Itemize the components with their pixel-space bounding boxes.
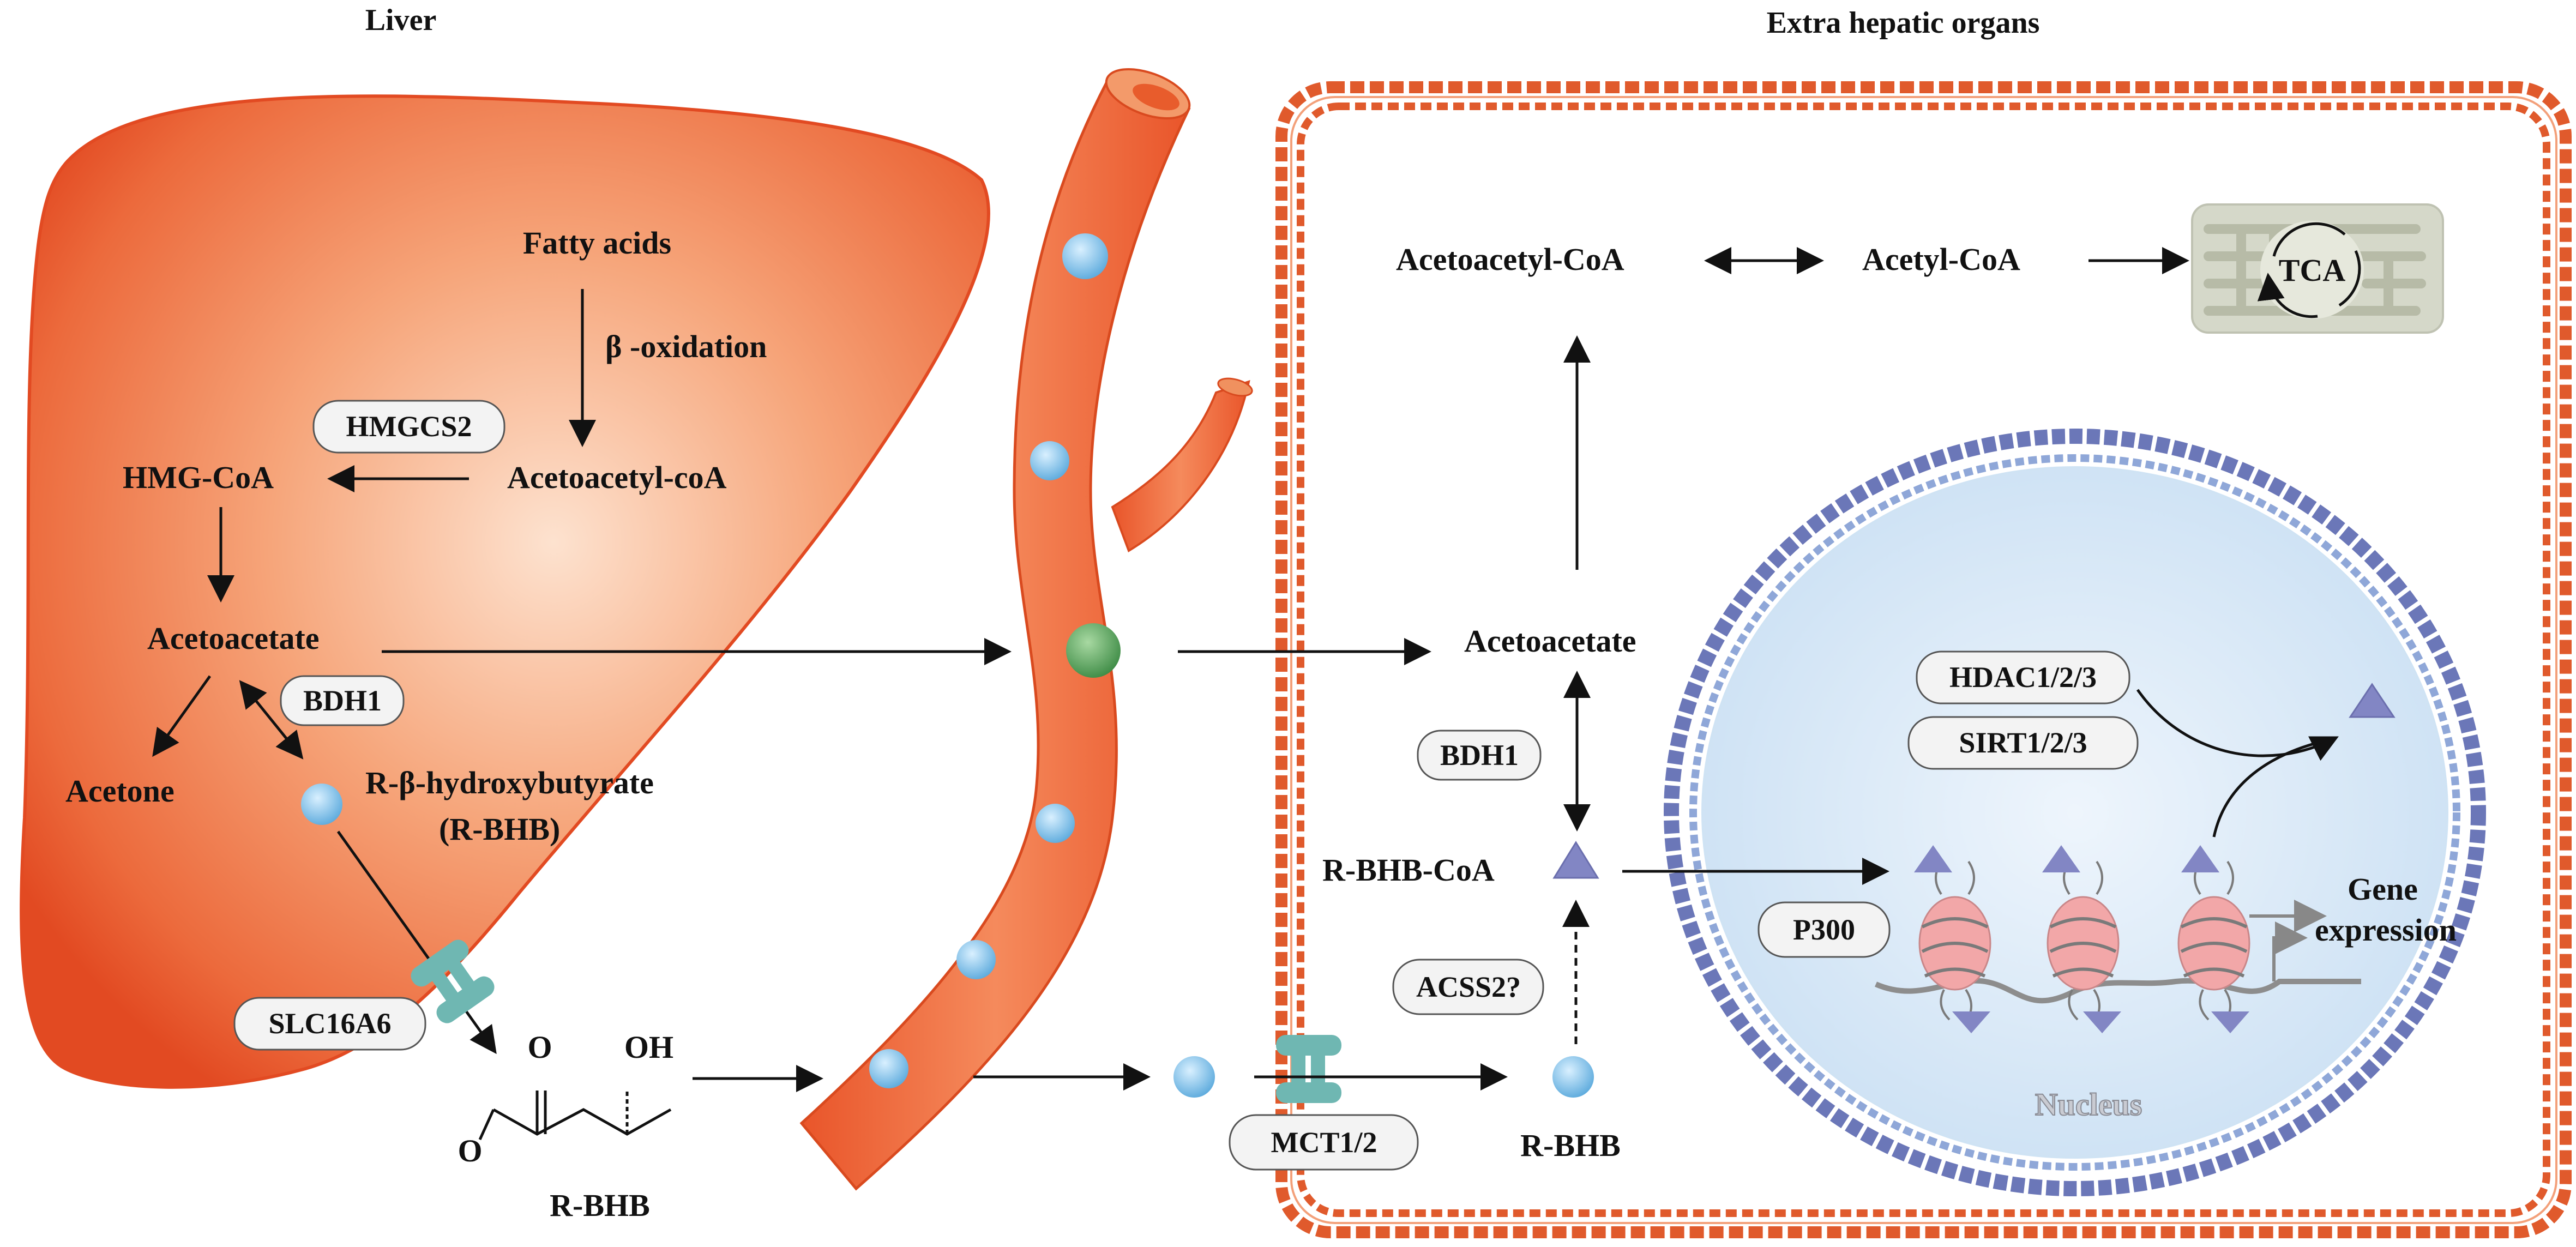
cell-membrane-outer: [1275, 81, 2572, 1238]
p300-label: P300: [1793, 913, 1855, 946]
vessel-opening-inner: [1133, 83, 1179, 111]
structure-oxygen-bottom: O: [458, 1133, 482, 1168]
deacylation-arrow: [2136, 689, 2339, 761]
cell-membrane-line: [1290, 96, 2557, 1224]
slc16a6-label: SLC16A6: [268, 1007, 391, 1040]
rbhb-structure: O O OH R-BHB: [458, 1029, 673, 1223]
rbhb-name-label: R-β-hydroxybutyrate: [365, 765, 654, 800]
liver-shape: [20, 94, 990, 1089]
beta-oxidation-label: β -oxidation: [605, 329, 767, 364]
mct-label: MCT1/2: [1271, 1126, 1377, 1159]
acetoacetate-to-acetone-arrow: [152, 675, 212, 757]
sirt-label: SIRT1/2/3: [1959, 726, 2087, 759]
nucleosome-1: [1918, 860, 1991, 1023]
nucleosome-3: [2177, 860, 2250, 1023]
histone-acyl-mark: [1914, 845, 1952, 872]
rbhb-coa-acyl-icon: [1552, 841, 1599, 879]
nucleus-membrane-inner: [1689, 454, 2460, 1171]
release-arrow: [2212, 737, 2334, 838]
histone-acyl-mark: [2042, 845, 2080, 872]
structure-hydroxyl: OH: [624, 1029, 673, 1065]
acetoacetate-bhb-arrow: [239, 680, 304, 760]
cell-bhb-dot: [1552, 1056, 1594, 1098]
expression-label: expression: [2315, 912, 2457, 948]
vessel-acetoacetate-dot: [1066, 623, 1121, 678]
cell-acetoacetate-label: Acetoacetate: [1464, 623, 1636, 659]
slc16a6-transporter-icon: [411, 939, 495, 1023]
hmg-coa-label: HMG-CoA: [123, 460, 274, 495]
cell-bdh1-label: BDH1: [1440, 739, 1519, 772]
vessel-bhb-dot-4: [956, 940, 996, 979]
acss2-badge: [1392, 959, 1544, 1015]
cell-acetoacetyl-coa-label: Acetoacetyl-CoA: [1396, 242, 1624, 277]
liver-acetoacetate-label: Acetoacetate: [147, 621, 320, 656]
vessel-bhb-dot-2: [1030, 441, 1069, 480]
vessel-bhb-dot-5: [869, 1049, 908, 1088]
liver-bdh1-badge: [280, 675, 405, 726]
cell-rbhb-label: R-BHB: [1520, 1128, 1621, 1163]
histone-acyl-mark: [1952, 1011, 1990, 1033]
histone-acyl-mark: [2083, 1011, 2121, 1033]
extrahepatic-title: Extra hepatic organs: [1767, 6, 2040, 40]
structure-oxygen-top: O: [527, 1029, 552, 1065]
released-acyl-icon: [2349, 683, 2396, 718]
vessel-branch-opening: [1217, 377, 1253, 397]
histone-acyl-mark: [2181, 845, 2219, 872]
cell-membrane-inner: [1297, 103, 2550, 1217]
bhb-export-arrow: [336, 830, 497, 1055]
vessel-branch: [1111, 379, 1250, 552]
slc16a6-badge: [233, 997, 426, 1051]
liver-bhb-dot: [301, 784, 342, 825]
transcription-start-arrow: [2272, 921, 2308, 981]
mitochondrion: TCA: [2191, 203, 2444, 334]
blood-vessel: [799, 80, 1191, 1191]
nucleus-label: Nucleus: [2035, 1087, 2142, 1122]
rbhb-coa-label: R-BHB-CoA: [1322, 852, 1495, 888]
gene-label: Gene: [2348, 871, 2418, 907]
mct-transporter-icon: [1276, 1035, 1341, 1103]
acss2-label: ACSS2?: [1416, 971, 1521, 1003]
histone-acyl-mark: [2211, 1011, 2249, 1033]
fatty-acids-label: Fatty acids: [523, 225, 671, 261]
hdac-label: HDAC1/2/3: [1949, 661, 2097, 694]
vessel-bhb-dot-1: [1062, 233, 1108, 279]
vessel-bhb-dot-3: [1036, 804, 1075, 843]
acetoacetyl-coa-label: Acetoacetyl-coA: [507, 460, 727, 495]
cell-bdh1-badge: [1417, 730, 1542, 781]
hmgcs2-badge: [312, 400, 505, 454]
acetyl-coa-label: Acetyl-CoA: [1862, 242, 2020, 277]
nucleus-membrane-outer: [1664, 429, 2486, 1196]
tca-label: TCA: [2279, 252, 2346, 288]
rbhb-abbr-label: (R-BHB): [439, 811, 560, 847]
blood-bhb-dot: [1173, 1056, 1215, 1098]
hmgcs2-label: HMGCS2: [346, 410, 472, 443]
structure-name: R-BHB: [550, 1188, 650, 1223]
nucleus-body: [1701, 466, 2448, 1159]
hdac-badge: [1916, 650, 2130, 704]
nucleosome-2: [2047, 860, 2120, 1023]
p300-badge: [1758, 901, 1891, 958]
sirt-badge: [1907, 716, 2139, 770]
tca-cycle-arrows: [2268, 222, 2361, 318]
mct-badge: [1229, 1114, 1419, 1171]
liver-bdh1-label: BDH1: [303, 684, 382, 717]
liver-title: Liver: [365, 3, 437, 37]
acetone-label: Acetone: [65, 773, 174, 809]
